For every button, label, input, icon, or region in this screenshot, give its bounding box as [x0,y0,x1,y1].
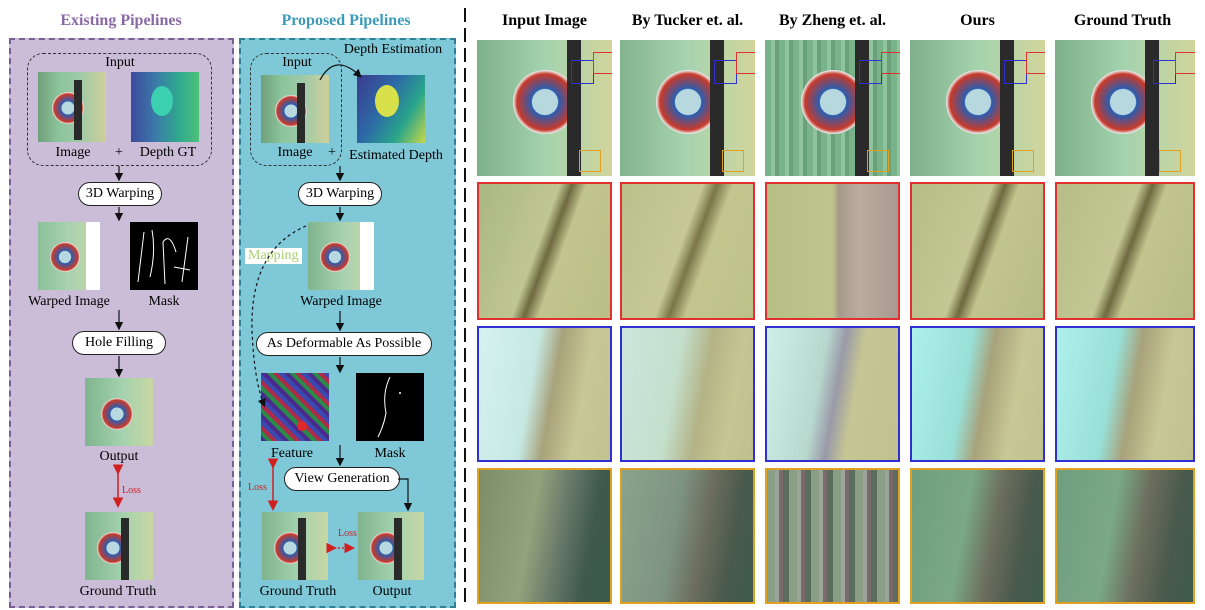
left-image-label: Image [55,145,91,160]
mid-estimated-depth-image [357,75,425,143]
left-input-image [38,72,106,142]
mid-loss-label-horizontal: Loss [338,528,357,539]
scene-tucker [620,40,755,176]
crop-red-input-image [477,182,612,320]
left-input-label: Input [105,55,135,70]
mid-mask-image [356,373,424,441]
mid-warped-label: Warped Image [300,294,382,309]
left-input-group [27,53,212,166]
crop-yellow-zheng [765,468,900,604]
scene-zheng [765,40,900,176]
crop-blue-tucker [620,326,755,462]
left-3d-warping: 3D Warping [78,182,162,206]
crop-red-tucker [620,182,755,320]
mid-warped-image [308,222,374,290]
mid-plus: + [328,145,336,160]
left-output-label: Output [99,449,139,464]
pipeline-arrows [112,8,466,605]
left-mask-image [130,222,198,290]
mid-ground-truth-image [262,512,328,580]
mid-3d-warping: 3D Warping [298,182,382,206]
mid-feature-label: Feature [271,446,313,461]
left-warped-label: Warped Image [28,294,110,309]
mid-adap-block: As Deformable As Possible [256,332,432,356]
col-header-zheng: By Zheng et. al. [778,12,887,29]
mid-depth-estimation-label: Depth Estimation [343,42,443,57]
left-warped-image [38,222,100,290]
col-header-tucker: By Tucker et. al. [631,12,744,29]
scene-ours [910,40,1045,176]
mid-ground-truth-label: Ground Truth [259,584,337,599]
left-mask-label: Mask [148,294,180,309]
crop-red-ours [910,182,1045,320]
crop-blue-input-image [477,326,612,462]
mid-view-generation: View Generation [284,467,400,491]
left-output-image [85,378,153,446]
crop-red-zheng [765,182,900,320]
mid-mask-label: Mask [374,446,406,461]
left-depth-gt-label: Depth GT [139,145,197,160]
left-hole-filling: Hole Filling [72,331,166,355]
mid-image-label: Image [277,145,313,160]
mid-input-image [261,75,329,143]
mid-estimated-depth-label: Estimated Depth [349,148,443,163]
left-ground-truth-label: Ground Truth [79,584,157,599]
mid-mapping-label: Mapping [245,248,302,264]
left-depth-gt-image [131,72,199,142]
col-header-ground-truth: Ground Truth [1073,12,1172,29]
crop-blue-zheng [765,326,900,462]
scene-ground-truth [1055,40,1195,176]
col-header-ours: Ours [960,12,995,29]
crop-red-ground-truth [1055,182,1195,320]
mid-panel-title: Proposed Pipelines [281,12,411,29]
crop-yellow-input-image [477,468,612,604]
mid-input-group [250,53,342,166]
scene-input-image [477,40,612,176]
col-header-input-image: Input Image [502,12,587,29]
mid-output-image [358,512,424,580]
crop-blue-ours [910,326,1045,462]
crop-blue-ground-truth [1055,326,1195,462]
crop-yellow-ground-truth [1055,468,1195,604]
left-panel-title: Existing Pipelines [60,12,182,29]
mid-output-label: Output [372,584,412,599]
left-plus: + [115,145,123,160]
mid-loss-label-vertical: Loss [248,482,267,493]
mid-input-label: Input [282,55,312,70]
mid-feature-image [261,373,329,441]
left-loss-label: Loss [122,485,141,496]
crop-yellow-ours [910,468,1045,604]
left-ground-truth-image [85,512,153,580]
crop-yellow-tucker [620,468,755,604]
